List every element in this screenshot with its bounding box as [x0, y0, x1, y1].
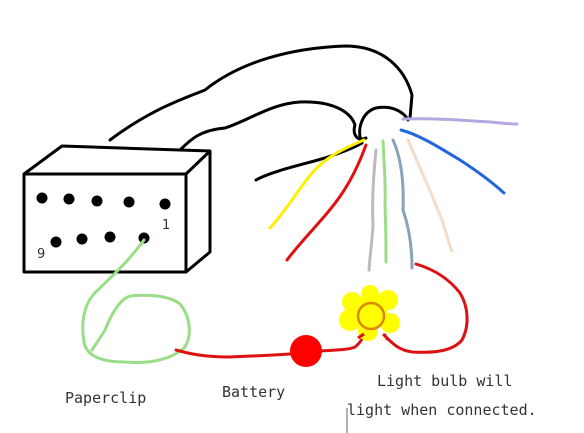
connector-side-face — [185, 151, 212, 274]
paperclip — [81, 238, 191, 364]
cable-end-loop — [358, 105, 410, 145]
wire-green — [381, 139, 388, 264]
pin — [36, 192, 48, 204]
wire-lilac — [401, 117, 519, 126]
wire-grey — [367, 148, 378, 272]
bulb-filament-ring — [356, 301, 386, 331]
cable-outer-loop — [108, 44, 414, 142]
pin — [159, 198, 171, 210]
wire-yellow — [268, 138, 366, 230]
paperclip-label: Paperclip — [65, 389, 147, 407]
pin — [91, 195, 103, 207]
pin — [123, 196, 135, 208]
wire-bluegrey — [391, 138, 414, 270]
connector-top-face — [23, 144, 212, 176]
wire-paperclip-to-battery — [174, 348, 292, 359]
cable-left-strand — [254, 141, 364, 182]
wire-bulb-to-connector — [382, 262, 469, 354]
wire-red-upper — [285, 143, 368, 262]
bulb-caption-line1: Light bulb will — [377, 372, 513, 390]
cable-outline — [108, 44, 414, 182]
bulb-contacts — [357, 332, 390, 341]
pin-1-label: 1 — [162, 218, 171, 233]
pin-9-label: 9 — [37, 247, 46, 262]
db9-connector — [22, 144, 212, 274]
battery-label: Battery — [222, 383, 286, 401]
light-bulb — [339, 285, 400, 341]
cable-inner-loop — [178, 100, 368, 152]
wire-blue — [399, 128, 506, 195]
pin — [104, 231, 116, 243]
pin — [76, 233, 88, 245]
pin — [63, 193, 75, 205]
wire-peach — [406, 138, 454, 253]
pin — [50, 236, 62, 248]
connector-pins — [36, 192, 171, 248]
bulb-caption-line2: light when connected. — [347, 401, 537, 419]
battery — [290, 335, 322, 367]
pin — [138, 232, 150, 244]
